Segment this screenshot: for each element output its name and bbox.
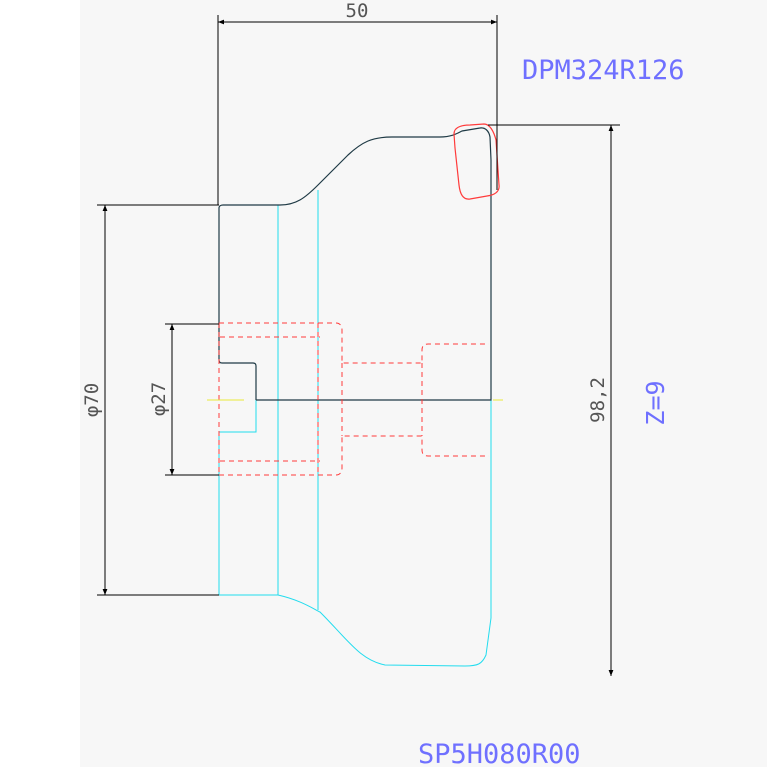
hidden-bore-lower bbox=[219, 435, 489, 476]
width-dim-text: 50 bbox=[346, 0, 369, 22]
teeth-count-label: Z=9 bbox=[641, 380, 670, 425]
inner-dia-dim-text: φ27 bbox=[148, 382, 170, 416]
outer-dia-dim-text: φ70 bbox=[81, 383, 103, 417]
body-code-label: SP5H080R00 bbox=[418, 739, 581, 767]
lower-profile-outline bbox=[218, 400, 492, 667]
part-profile bbox=[218, 127, 492, 401]
insert-outline bbox=[453, 123, 500, 200]
hidden-bore-upper bbox=[219, 322, 489, 364]
part-code-label: DPM324R126 bbox=[522, 55, 685, 86]
cutting-insert bbox=[453, 123, 500, 200]
upper-profile-outline bbox=[218, 127, 492, 401]
height-dim-text: 98,2 bbox=[587, 377, 609, 423]
dimension-lines bbox=[97, 15, 620, 676]
hidden-lines bbox=[218, 322, 489, 476]
drawing-background bbox=[80, 0, 767, 767]
